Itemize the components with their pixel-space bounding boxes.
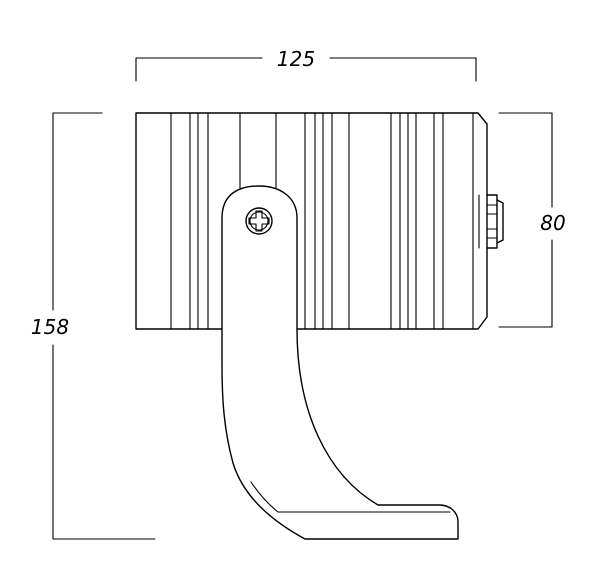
total-height-dimension-label: 158 — [31, 315, 69, 339]
lamp-body-outline — [135, 112, 488, 330]
bracket-base-bend — [250, 481, 279, 513]
bracket-fill — [222, 186, 458, 539]
width-dimension: 125 — [135, 47, 477, 82]
total-height-dimension-line-top — [52, 112, 103, 311]
cable-gland — [478, 194, 504, 249]
width-dimension-line-left — [135, 57, 263, 82]
total-height-dimension-line-bottom — [52, 344, 156, 540]
cable-gland-cap — [496, 199, 504, 244]
lamp-body — [135, 112, 488, 330]
cable-gland-nut — [486, 194, 498, 249]
total-height-dimension: 158 — [31, 112, 156, 540]
body-height-dimension-label: 80 — [540, 211, 565, 235]
body-height-dimension: 80 — [498, 112, 566, 328]
width-dimension-line-right — [329, 57, 477, 82]
bracket-outline — [221, 185, 459, 540]
cooling-fins — [170, 112, 444, 330]
width-dimension-label: 125 — [277, 47, 315, 71]
body-height-dimension-line-top — [498, 112, 553, 208]
pivot-screw-icon — [245, 207, 273, 235]
body-height-dimension-line-bottom — [498, 239, 553, 328]
mounting-bracket — [221, 185, 459, 540]
